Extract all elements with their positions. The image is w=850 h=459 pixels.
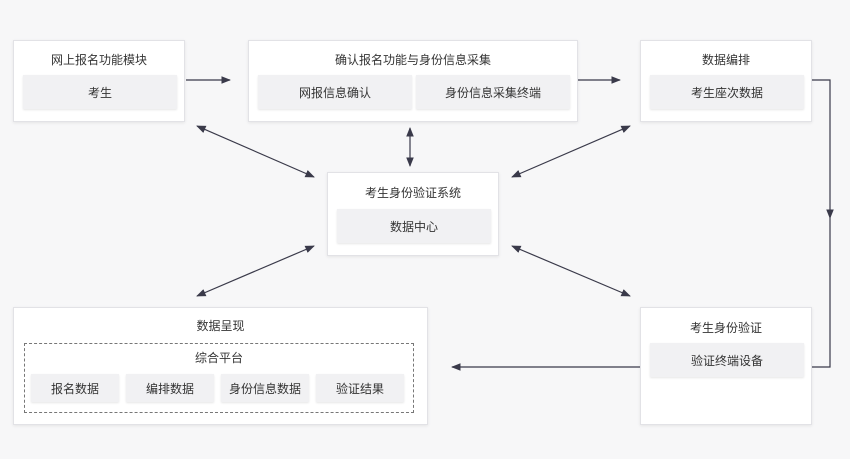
node-title: 考生身份验证 [689,321,762,335]
node-title: 考生身份验证系统 [364,186,461,200]
node-data-arrange: 数据编排 考生座次数据 [640,40,812,122]
platform-title: 综合平台 [194,351,243,365]
node-title: 数据呈现 [196,319,245,333]
arrow-system-verify [511,245,631,297]
arrow-arrange-down [812,79,834,219]
node-identity-verify: 考生身份验证 验证终端设备 [640,307,812,425]
platform-group: 综合平台 报名数据 编排数据 身份信息数据 验证结果 [24,343,414,413]
node-title: 确认报名功能与身份信息采集 [334,53,491,67]
chip-seat-data: 考生座次数据 [650,75,804,109]
node-title: 网上报名功能模块 [50,53,147,67]
line-down-to-verify [812,218,831,368]
chip-verify-result: 验证结果 [316,374,404,402]
arrow-registration-system [196,125,315,178]
chip-online-info-confirm: 网报信息确认 [258,75,412,109]
chip-verify-terminal: 验证终端设备 [650,343,804,377]
chip-identity-collect-terminal: 身份信息采集终端 [416,75,570,109]
node-data-present: 数据呈现 综合平台 报名数据 编排数据 身份信息数据 验证结果 [13,307,428,425]
chip-registration-data: 报名数据 [31,374,119,402]
arrow-arrange-system [511,125,631,178]
node-online-registration: 网上报名功能模块 考生 [13,40,185,122]
chip-arrange-data: 编排数据 [126,374,214,402]
arrow-system-present [196,245,315,297]
node-confirm-collect: 确认报名功能与身份信息采集 网报信息确认 身份信息采集终端 [248,40,578,122]
chip-candidate: 考生 [23,75,177,109]
chip-identity-info-data: 身份信息数据 [221,374,309,402]
chip-data-center: 数据中心 [337,209,491,243]
node-identity-system: 考生身份验证系统 数据中心 [327,172,499,256]
node-title: 数据编排 [701,53,750,67]
